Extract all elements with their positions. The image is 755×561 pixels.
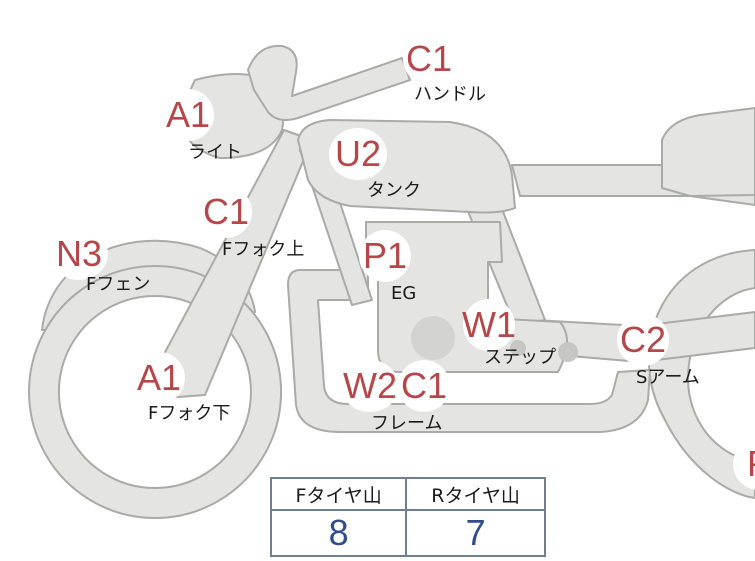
part-code-fork-lower: A1 bbox=[133, 352, 185, 404]
seat bbox=[661, 107, 755, 197]
part-code-engine: P1 bbox=[359, 230, 411, 282]
part-label-fender: Fフェン bbox=[86, 274, 151, 295]
engine-cover bbox=[411, 316, 455, 360]
frame-loop bbox=[287, 269, 651, 433]
part-code-step: W1 bbox=[462, 299, 516, 351]
part-label-swingarm: Sアーム bbox=[636, 367, 700, 388]
part-code-fork-upper: C1 bbox=[200, 186, 252, 238]
part-label-engine: EG bbox=[391, 283, 417, 304]
front-tire-tread-header: Fタイヤ山 bbox=[269, 477, 408, 511]
part-code-handlebar: C1 bbox=[403, 33, 455, 85]
part-label-frame: フレーム bbox=[371, 413, 443, 434]
rear-tire-tread-header: Rタイヤ山 bbox=[405, 477, 546, 511]
front-tire-tread-value: 8 bbox=[269, 509, 408, 557]
part-label-handlebar: ハンドル bbox=[414, 84, 486, 105]
part-label-fork-upper: Fフォク上 bbox=[222, 239, 305, 260]
part-code-tank: U2 bbox=[329, 128, 387, 180]
rear-tire-tread-value: 7 bbox=[405, 509, 546, 557]
part-code-swingarm: C2 bbox=[617, 314, 669, 366]
part-code-frame-c1: C1 bbox=[398, 360, 450, 412]
part-label-step: ステップ bbox=[484, 347, 556, 368]
part-label-light: ライト bbox=[188, 142, 242, 163]
part-code-fender: N3 bbox=[50, 228, 108, 280]
tire-tread-table: Fタイヤ山 Rタイヤ山 8 7 bbox=[269, 477, 546, 557]
footpeg bbox=[558, 342, 578, 362]
part-label-tank: タンク bbox=[367, 180, 421, 201]
part-code-frame-w2: W2 bbox=[341, 360, 399, 412]
handlebar bbox=[247, 44, 411, 121]
part-label-fork-lower: Fフォク下 bbox=[148, 403, 231, 424]
front-wheel bbox=[28, 265, 283, 519]
part-code-rear-partial: P bbox=[733, 438, 755, 490]
part-code-light: A1 bbox=[162, 89, 214, 141]
